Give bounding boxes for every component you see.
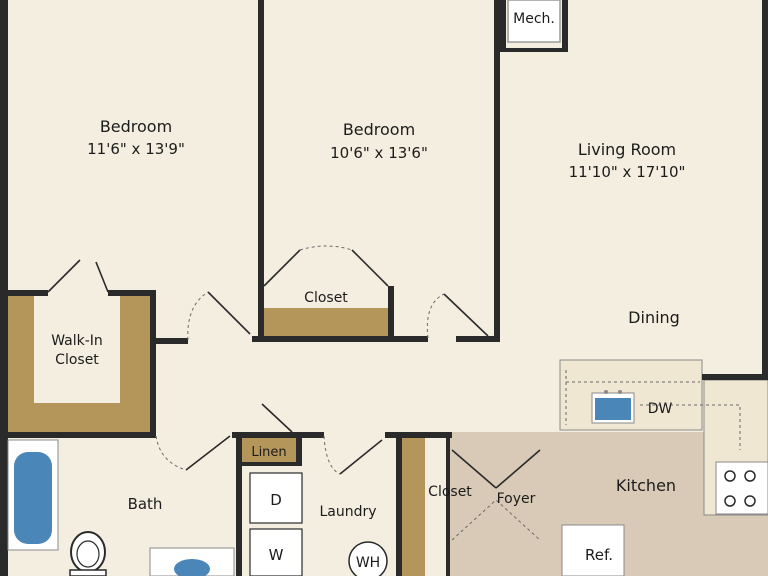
fridge-label: Ref. xyxy=(585,546,613,564)
kitchen-label: Kitchen xyxy=(616,476,676,495)
mech-closet xyxy=(507,0,561,43)
bedroom1-dims: 11'6" x 13'9" xyxy=(87,140,185,158)
toilet-icon xyxy=(69,531,107,576)
walkin-closet-shelf-right xyxy=(120,296,150,436)
foyer-label: Foyer xyxy=(497,491,536,507)
bath-label: Bath xyxy=(128,495,163,513)
washer xyxy=(249,528,303,576)
water-heater xyxy=(348,541,388,576)
stove-icon xyxy=(715,461,768,515)
mech-label: Mech. xyxy=(513,11,555,27)
dryer xyxy=(249,472,303,524)
bedroom2-name: Bedroom xyxy=(343,120,415,139)
bedroom2-dims: 10'6" x 13'6" xyxy=(330,144,428,162)
water-heater-label: WH xyxy=(356,555,380,571)
bathtub-icon xyxy=(7,439,59,551)
walkin-label-line2: Closet xyxy=(55,352,99,368)
dining-label: Dining xyxy=(628,308,680,327)
door-swings xyxy=(47,245,541,541)
kitchen-floor xyxy=(448,432,768,576)
bedroom1-name: Bedroom xyxy=(100,117,172,136)
fridge xyxy=(561,524,625,576)
linen-label: Linen xyxy=(251,445,286,460)
laundry-label: Laundry xyxy=(319,504,376,520)
sink-icon xyxy=(149,547,235,576)
closet-bed2-shelf xyxy=(264,308,390,338)
living-name: Living Room xyxy=(578,140,676,159)
closet-foyer-shelf xyxy=(400,436,425,576)
closet-foyer-label: Closet xyxy=(428,484,472,500)
dryer-label: D xyxy=(270,491,282,509)
counter-dashed-line xyxy=(565,370,741,450)
washer-label: W xyxy=(269,546,284,564)
linen-shelf xyxy=(240,438,298,464)
walkin-label-line1: Walk-In xyxy=(51,333,103,349)
closet-bed2-label: Closet xyxy=(304,290,348,306)
dishwasher-label: DW xyxy=(648,401,673,417)
kitchen-sink-icon xyxy=(591,390,635,424)
living-dims: 11'10" x 17'10" xyxy=(569,163,686,181)
